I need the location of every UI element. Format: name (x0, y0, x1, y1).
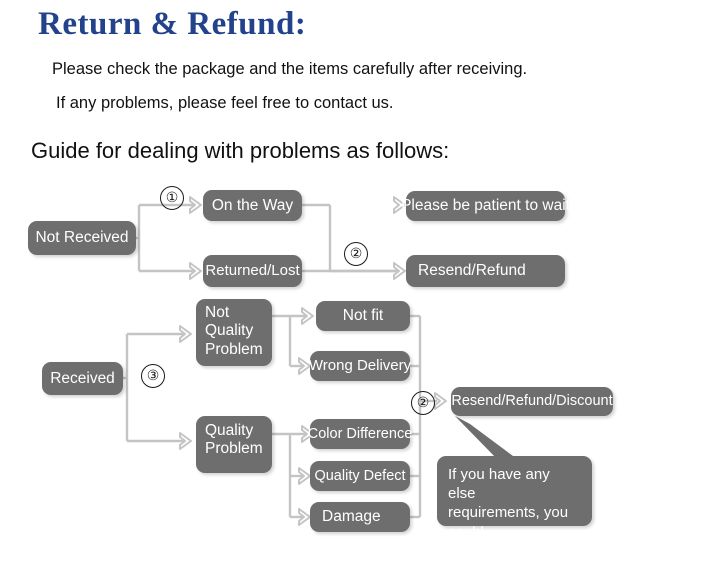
page-title: Return & Refund: (38, 6, 307, 42)
step-marker-2-bottom: ② (411, 391, 435, 415)
flow-connectors (123, 196, 517, 526)
node-not-quality-problem-label: Not Quality Problem (205, 304, 263, 358)
return-refund-infographic: Return & Refund: Please check the packag… (28, 6, 613, 560)
node-please-be-patient[interactable]: Please be patient to wait (401, 191, 570, 221)
step-marker-2-top: ② (344, 242, 368, 266)
callout-line-1: If you have any else (448, 466, 550, 503)
node-color-difference[interactable]: Color Difference (308, 419, 412, 449)
node-not-fit[interactable]: Not fit (316, 301, 410, 331)
node-received[interactable]: Received (42, 362, 123, 395)
node-on-the-way[interactable]: On the Way (203, 190, 302, 221)
callout-bubble: If you have any else requirements, you c… (437, 456, 592, 560)
node-quality-defect[interactable]: Quality Defect (310, 461, 410, 491)
callout-line-3: also tell us! (448, 542, 524, 560)
step-marker-3: ③ (141, 364, 165, 388)
guide-heading: Guide for dealing with problems as follo… (31, 138, 450, 163)
intro-line-2: If any problems, please feel free to con… (56, 94, 394, 112)
node-returned-lost[interactable]: Returned/Lost (203, 255, 302, 287)
step-marker-1: ① (160, 186, 184, 210)
node-quality-problem-label: Quality Problem (205, 422, 263, 458)
intro-line-1: Please check the package and the items c… (52, 60, 528, 78)
node-not-quality-problem[interactable]: Not Quality Problem (196, 299, 272, 366)
node-resend-refund[interactable]: Resend/Refund (406, 255, 565, 287)
node-damage[interactable]: Damage (310, 502, 410, 532)
node-not-received[interactable]: Not Received (28, 221, 136, 255)
node-wrong-delivery[interactable]: Wrong Delivery (309, 351, 411, 381)
node-resend-refund-discount[interactable]: Resend/Refund/Discount (451, 387, 613, 416)
node-quality-problem[interactable]: Quality Problem (196, 416, 272, 473)
